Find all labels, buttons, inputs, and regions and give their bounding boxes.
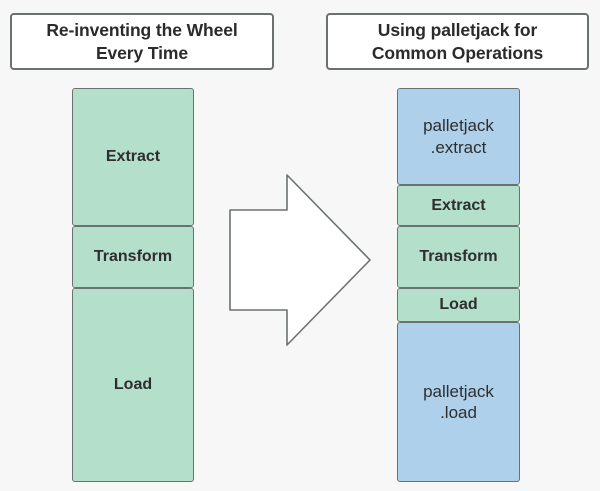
left-panel-title: Re-inventing the Wheel Every Time — [10, 13, 274, 70]
right-block-palletjack-extract-line2: .extract — [430, 137, 487, 157]
right-block-transform: Transform — [397, 226, 520, 288]
right-block-palletjack-extract: palletjack .extract — [397, 88, 520, 185]
left-panel-title-line1: Re-inventing the Wheel — [46, 19, 238, 40]
right-block-palletjack-load-line1: palletjack — [423, 381, 494, 401]
right-block-palletjack-extract-line1: palletjack — [423, 116, 494, 136]
left-block-extract: Extract — [72, 88, 194, 226]
right-panel-title: Using palletjack for Common Operations — [326, 13, 589, 70]
right-arrow-icon — [225, 170, 375, 350]
left-block-load: Load — [72, 288, 194, 482]
right-block-palletjack-load: palletjack .load — [397, 322, 520, 482]
left-panel-title-line2: Every Time — [95, 42, 189, 63]
left-block-transform: Transform — [72, 226, 194, 288]
right-block-palletjack-load-line2: .load — [440, 403, 477, 422]
right-panel-title-line1: Using palletjack for — [377, 19, 538, 40]
right-block-load: Load — [397, 288, 520, 322]
right-panel-title-line2: Common Operations — [371, 42, 544, 63]
right-block-extract: Extract — [397, 185, 520, 226]
